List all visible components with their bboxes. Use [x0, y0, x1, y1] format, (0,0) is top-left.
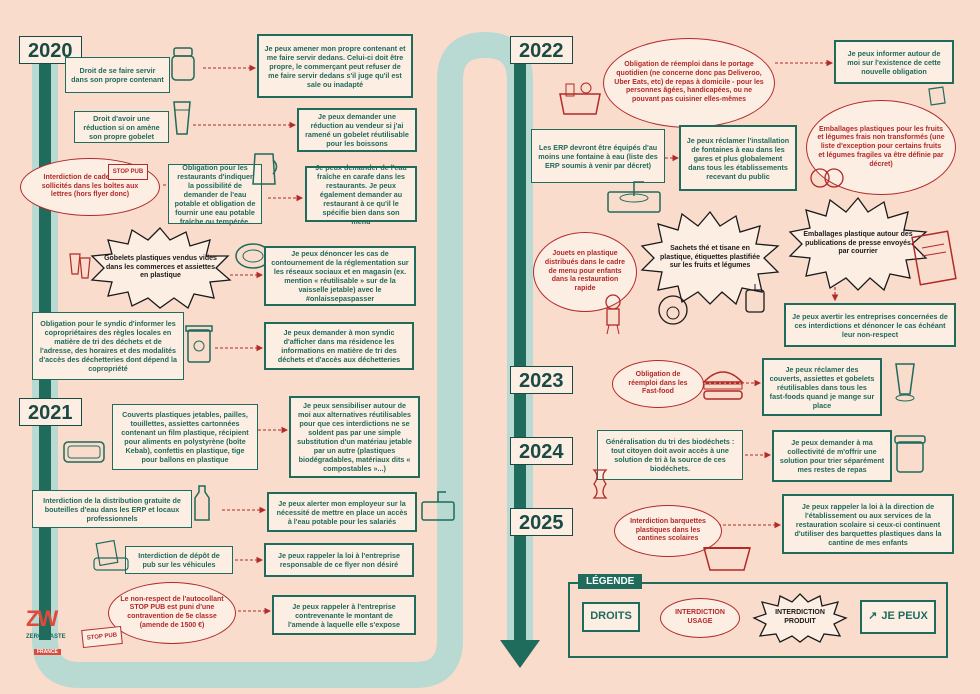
logo-name: ZERO WASTE — [26, 634, 66, 640]
droit-propre-contenant: Droit de se faire servir dans son propre… — [65, 57, 170, 93]
carafe-icon — [247, 148, 281, 193]
interdiction-emballages-fruits: Emballages plastiques pour les fruits et… — [806, 100, 956, 195]
year-2020: 2020 — [19, 36, 82, 64]
obligation-syndic: Obligation pour le syndic d'informer les… — [32, 312, 184, 380]
interdiction-emballages-presse: Emballages plastique autour des publicat… — [786, 196, 930, 292]
obligation-reemploi-fastfood: Obligation de réemploi dans les Fast-foo… — [612, 360, 704, 408]
legend-je-peux: ↗ JE PEUX — [860, 600, 936, 634]
generalisation-tri-biodechets: Généralisation du tri des biodéchets : t… — [597, 430, 743, 480]
jepeux-alerter-employeur: Je peux alerter mon employeur sur la néc… — [267, 492, 417, 532]
cup-icon — [168, 96, 196, 143]
jepeux-propre-contenant: Je peux amener mon propre contenant et m… — [257, 34, 413, 98]
jepeux-rappeler-flyer: Je peux rappeler la loi à l'entreprise r… — [264, 543, 414, 577]
jepeux-fontaines: Je peux réclamer l'installation de fonta… — [679, 125, 797, 191]
legend-droits: DROITS — [582, 602, 640, 632]
legend-star-text: INTERDICTION PRODUIT — [775, 609, 825, 625]
logo-mark: ZW — [26, 606, 58, 631]
jepeux-sensibiliser: Je peux sensibiliser autour de moi aux a… — [289, 396, 420, 478]
meal-basket-icon — [556, 78, 604, 123]
amende-stop-pub: Le non-respect de l'autocollant STOP PUB… — [108, 582, 236, 644]
jepeux-biodechets: Je peux demander à ma collectivité de m'… — [772, 430, 892, 482]
year-2024: 2024 — [510, 437, 573, 465]
stop-pub-sticker-2: STOP PUB — [81, 625, 123, 649]
legend-arrow-icon: ↗ — [868, 610, 878, 623]
fruit-net-icon — [808, 162, 848, 197]
legend-je-peux-label: JE PEUX — [881, 610, 928, 623]
interdiction-sachets-the: Sachets thé et tisane en plastique, étiq… — [640, 210, 780, 306]
cups-plates-icon — [66, 248, 96, 285]
droit-reduction-gobelet: Droit d'avoir une réduction si on amène … — [74, 111, 169, 143]
toy-icon — [598, 292, 628, 341]
flyer-car-icon — [92, 538, 130, 579]
water-fountain-icon — [604, 178, 664, 221]
legend — [568, 582, 948, 658]
year-2021: 2021 — [19, 398, 82, 426]
interdiction-produit-gobelets: Gobelets plastiques vendus vides dans le… — [88, 226, 233, 310]
star-text: Sachets thé et tisane en plastique, étiq… — [660, 244, 760, 270]
star-text: Gobelets plastiques vendus vides dans le… — [104, 254, 217, 280]
timeline-arrowhead — [500, 640, 540, 668]
star-text: Emballages plastique autour des publicat… — [803, 230, 913, 256]
jepeux-reclamer-couverts: Je peux réclamer des couverts, assiettes… — [762, 358, 882, 416]
jepeux-denoncer-contournement: Je peux dénoncer les cas de contournemen… — [264, 246, 416, 306]
interdiction-pub-vehicules: Interdiction de dépôt de pub sur les véh… — [125, 546, 233, 574]
interdiction-plastiques-jetables: Couverts plastiques jetables, pailles, t… — [112, 404, 258, 470]
year-2025: 2025 — [510, 508, 573, 536]
jepeux-informer-obligation: Je peux informer autour de moi sur l'exi… — [834, 40, 954, 84]
legend-interdiction-usage: INTERDICTION USAGE — [660, 598, 740, 638]
burger-icon — [698, 362, 748, 411]
jepeux-rappeler-amende: Je peux rappeler à l'entreprise contreve… — [272, 595, 416, 635]
obligation-eau-potable: Obligation pour les restaurants d'indiqu… — [168, 163, 262, 226]
interdiction-bouteilles-eau: Interdiction de la distribution gratuite… — [32, 490, 192, 528]
food-container-icon — [60, 434, 110, 473]
jepeux-syndic: Je peux demander à mon syndic d'afficher… — [264, 322, 414, 370]
jepeux-rappeler-cantine: Je peux rappeler la loi à la direction d… — [782, 494, 954, 554]
zero-waste-logo: ZW ZERO WASTE FRANCE — [26, 608, 76, 658]
logo-country: FRANCE — [34, 649, 61, 655]
obligation-reemploi-portage: Obligation de réemploi dans le portage q… — [603, 38, 775, 128]
legend-interdiction-produit: INTERDICTION PRODUIT — [752, 592, 848, 644]
jepeux-reduction-gobelet: Je peux demander une réduction au vendeu… — [297, 108, 417, 152]
fruit-sticker-icon — [656, 293, 690, 332]
tea-bag-icon — [740, 282, 770, 323]
glass-icon — [890, 360, 920, 409]
fountain-icon — [418, 484, 458, 529]
stop-pub-sticker: STOP PUB — [108, 164, 148, 180]
erp-fontaines: Les ERP devront être équipés d'au moins … — [531, 129, 665, 183]
bottle-icon — [190, 484, 214, 529]
jepeux-avertir-entreprises: Je peux avertir les entreprises concerné… — [784, 303, 956, 347]
jepeux-eau-carafe: Je peux demander de l'eau fraîche en car… — [305, 163, 417, 226]
recycle-bin-icon — [184, 322, 216, 371]
legend-title: LÉGENDE — [578, 574, 643, 589]
jar-icon — [168, 44, 200, 89]
compost-bin-icon — [893, 432, 927, 481]
year-2022: 2022 — [510, 36, 573, 64]
year-2023: 2023 — [510, 366, 573, 394]
apple-core-icon — [588, 466, 612, 507]
flyers-icon — [928, 84, 952, 113]
tray-icon — [700, 540, 754, 579]
magazine-icon — [910, 228, 958, 293]
